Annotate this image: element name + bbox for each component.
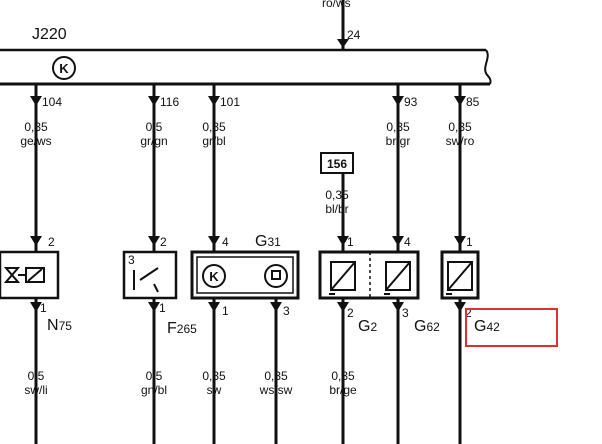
bottom-color-1: sw/li bbox=[24, 383, 47, 397]
f265-pin-top-left: 3 bbox=[128, 253, 135, 267]
n75-pin-bottom: 1 bbox=[40, 301, 47, 315]
component-n75: 2 1 N75 bbox=[0, 235, 72, 334]
wire-color-5: sw/ro bbox=[446, 134, 475, 148]
component-g31: 4 G31 K 1 3 bbox=[190, 233, 300, 444]
bottom-size-2: 0,5 bbox=[146, 369, 163, 383]
g42-highlight-box bbox=[465, 308, 558, 347]
bottom-size-1: 0,5 bbox=[28, 369, 45, 383]
f265-label: F265 bbox=[167, 320, 197, 337]
g62-pin-top: 4 bbox=[404, 235, 411, 249]
wire-color-2: gr/gn bbox=[140, 134, 167, 148]
pin-85: 85 bbox=[466, 95, 480, 109]
g31-symbol: K bbox=[209, 269, 219, 284]
bottom-size-5: 0,35 bbox=[331, 369, 355, 383]
pin-93: 93 bbox=[404, 95, 418, 109]
g42-label: G42 bbox=[474, 318, 500, 335]
wire-size-2: 0,5 bbox=[146, 120, 163, 134]
wire-size-4: 0,35 bbox=[386, 120, 410, 134]
unit-symbol: K bbox=[59, 61, 69, 76]
connector-number: 156 bbox=[327, 157, 347, 171]
g62-label: G62 bbox=[414, 318, 440, 335]
bottom-color-2: gn/bl bbox=[141, 383, 167, 397]
g42-pin-bottom: 2 bbox=[465, 306, 472, 320]
g2-pin-bottom: 2 bbox=[347, 306, 354, 320]
g31-pin-top: 4 bbox=[222, 235, 229, 249]
bottom-size-3: 0,35 bbox=[202, 369, 226, 383]
g62-pin-bottom: 3 bbox=[402, 306, 409, 320]
bar-wavy-end bbox=[484, 49, 492, 85]
bottom-color-4: ws/sw bbox=[259, 383, 293, 397]
wire-size-3: 0,35 bbox=[202, 120, 226, 134]
wire-size-1: 0,35 bbox=[24, 120, 48, 134]
wire-color-4: br/gr bbox=[386, 134, 411, 148]
g31-label: G31 bbox=[255, 233, 281, 250]
connector-wire-size: 0,35 bbox=[325, 188, 349, 202]
g2-label: G2 bbox=[358, 318, 377, 335]
bottom-size-4: 0,35 bbox=[264, 369, 288, 383]
g31-pin-bottom-right: 3 bbox=[283, 304, 290, 318]
g42-pin-top: 1 bbox=[466, 235, 473, 249]
control-unit-j220: K J220 bbox=[0, 26, 492, 86]
pin-116: 116 bbox=[160, 95, 179, 109]
bottom-color-3: sw bbox=[207, 383, 222, 397]
pin-101: 101 bbox=[220, 95, 240, 109]
top-pin-number: 24 bbox=[347, 28, 361, 42]
wire-color-3: gr/bl bbox=[202, 134, 225, 148]
g2-pin-top: 1 bbox=[347, 235, 354, 249]
component-f265: 2 3 1 F265 bbox=[122, 235, 197, 337]
wire-size-5: 0,35 bbox=[448, 120, 472, 134]
top-wire-color: ro/ws bbox=[322, 0, 351, 10]
f265-pin-top: 2 bbox=[160, 235, 167, 249]
top-incoming-wire: ro/ws 24 bbox=[322, 0, 361, 50]
g31-pin-bottom-left: 1 bbox=[222, 304, 229, 318]
unit-label: J220 bbox=[32, 26, 67, 43]
connector-box bbox=[320, 152, 354, 174]
pin-104: 104 bbox=[42, 95, 62, 109]
bottom-wire-labels: 0,5 sw/li 0,5 gn/bl 0,35 sw 0,35 ws/sw 0… bbox=[24, 369, 357, 397]
component-g42: 1 2 G42 bbox=[440, 235, 558, 347]
wire-color-1: ge/ws bbox=[20, 134, 51, 148]
wire-column-3: 101 0,35 gr/bl bbox=[202, 84, 240, 444]
connector-wire-color: bl/br bbox=[325, 202, 348, 216]
f265-pin-bottom: 1 bbox=[159, 301, 166, 315]
component-g2-g62: 1 2 G2 4 3 G62 bbox=[318, 235, 440, 335]
n75-pin-top: 2 bbox=[48, 235, 55, 249]
unit-symbol-circle bbox=[52, 56, 76, 80]
n75-label: N75 bbox=[47, 317, 72, 334]
bottom-color-5: br/ge bbox=[329, 383, 357, 397]
